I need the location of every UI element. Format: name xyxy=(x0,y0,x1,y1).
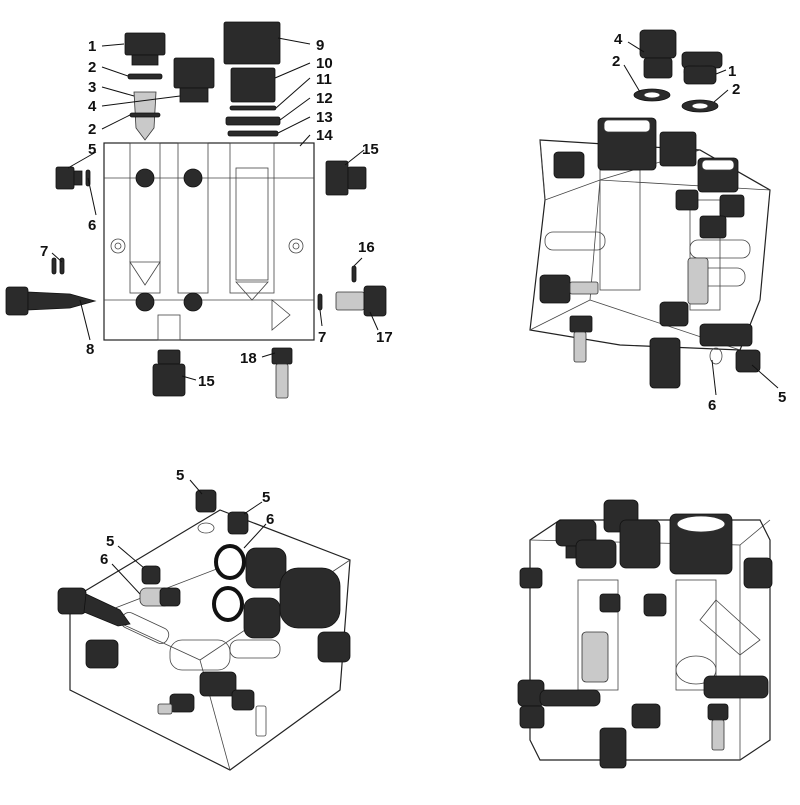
label-3: 3 xyxy=(88,79,96,96)
bore-3 xyxy=(229,142,275,294)
label-10: 10 xyxy=(316,55,333,72)
iso1-label-1: 1 xyxy=(728,63,736,80)
large-cap-9 xyxy=(223,21,281,65)
check-valve-17 xyxy=(335,291,365,311)
label-13: 13 xyxy=(316,109,333,126)
label-2: 2 xyxy=(88,59,96,76)
label-6: 6 xyxy=(88,217,96,234)
label-12: 12 xyxy=(316,90,333,107)
fitting-18 xyxy=(271,347,293,365)
ball xyxy=(183,292,203,312)
iso-cap-4 xyxy=(639,29,677,59)
iso1-label-6: 6 xyxy=(708,397,716,414)
ball xyxy=(135,292,155,312)
label-11: 11 xyxy=(316,71,332,88)
label-7b: 7 xyxy=(318,329,326,346)
label-5: 5 xyxy=(88,141,96,158)
iso-view-bottom-right xyxy=(517,499,773,769)
label-14: 14 xyxy=(316,127,333,144)
bore-1 xyxy=(129,142,161,294)
iso1-label-2b: 2 xyxy=(732,81,740,98)
iso2-large-fitting xyxy=(279,567,341,629)
label-9: 9 xyxy=(316,37,324,54)
iso2-label-6b: 6 xyxy=(100,551,108,568)
iso2-label-5a: 5 xyxy=(176,467,184,484)
label-16: 16 xyxy=(358,239,375,256)
iso2-needle-valve xyxy=(57,587,87,615)
iso2-label-5b: 5 xyxy=(262,489,270,506)
iso2-label-5c: 5 xyxy=(106,533,114,550)
ball xyxy=(183,168,203,188)
iso-view-top-right: 4 1 2 2 6 5 xyxy=(529,29,786,414)
label-15: 15 xyxy=(362,141,379,158)
label-4: 4 xyxy=(88,98,97,115)
body-10 xyxy=(230,67,276,103)
front-exploded-view: 1 2 3 4 2 5 6 7 8 9 10 11 12 13 14 15 16… xyxy=(5,21,393,399)
needle-valve-8 xyxy=(5,286,29,316)
iso1-label-4: 4 xyxy=(614,31,623,48)
iso1-label-5: 5 xyxy=(778,389,786,406)
label-7: 7 xyxy=(40,243,48,260)
iso-view-bottom-left: 5 5 6 5 6 xyxy=(57,467,351,771)
bore-2 xyxy=(177,142,209,294)
label-18: 18 xyxy=(240,350,257,367)
label-8: 8 xyxy=(86,341,94,358)
fitting-15-right xyxy=(325,160,349,196)
iso1-label-2a: 2 xyxy=(612,53,620,70)
iso2-label-6a: 6 xyxy=(266,511,274,528)
manifold-block-front xyxy=(103,142,315,341)
cap-4 xyxy=(173,57,215,89)
fitting-15-bottom xyxy=(157,349,181,365)
label-1: 1 xyxy=(88,38,96,55)
ball xyxy=(135,168,155,188)
label-15b: 15 xyxy=(198,373,215,390)
label-17: 17 xyxy=(376,329,393,346)
label-2b: 2 xyxy=(88,121,96,138)
cap-1 xyxy=(124,32,166,56)
plug-5 xyxy=(55,166,75,190)
